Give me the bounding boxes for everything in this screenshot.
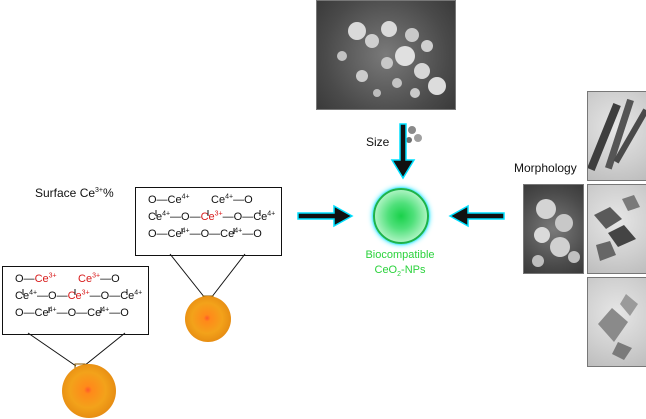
ceo2-nanoparticle <box>373 188 429 244</box>
product-label: Biocompatible CeO2-NPs <box>340 248 460 278</box>
product-line-2: CeO2-NPs <box>374 264 426 279</box>
lattice-box-upper: O—Ce4+ Ce4+—O Ce4+—O—Ce3+—O—Ce4+ O—Ce4+—… <box>135 187 282 256</box>
tem-image-cubes <box>587 184 646 274</box>
sem-image-spheres <box>523 184 584 274</box>
arrow-right-icon <box>297 204 354 228</box>
lattice-formula-lower: O—Ce3+ Ce3+—O Ce4+—O—Ce3+—O—Ce4+ O—Ce4+—… <box>15 272 143 319</box>
sem-image-size <box>316 0 456 110</box>
tem-image-rods <box>587 91 646 181</box>
lattice-formula-upper: O—Ce4+ Ce4+—O Ce4+—O—Ce3+—O—Ce4+ O—Ce4+—… <box>148 193 276 240</box>
surface-ce3-label: Surface Ce3+% <box>35 186 114 200</box>
lattice-bonds-lower <box>22 289 128 313</box>
tem-image-octahedra <box>587 277 646 367</box>
lattice-box-lower: O—Ce3+ Ce3+—O Ce4+—O—Ce3+—O—Ce4+ O—Ce4+—… <box>2 266 149 335</box>
ceria-sphere-lower <box>62 364 116 418</box>
product-line-1: Biocompatible <box>365 249 435 261</box>
particle-dots-icon <box>406 126 422 143</box>
arrow-left-icon <box>448 204 505 228</box>
size-label: Size <box>366 135 390 149</box>
ceria-sphere-upper <box>185 296 231 342</box>
lattice-bonds-upper <box>155 210 261 234</box>
morphology-label: Morphology <box>514 161 577 175</box>
arrow-down-icon <box>390 123 416 180</box>
sem-particles <box>337 21 446 98</box>
